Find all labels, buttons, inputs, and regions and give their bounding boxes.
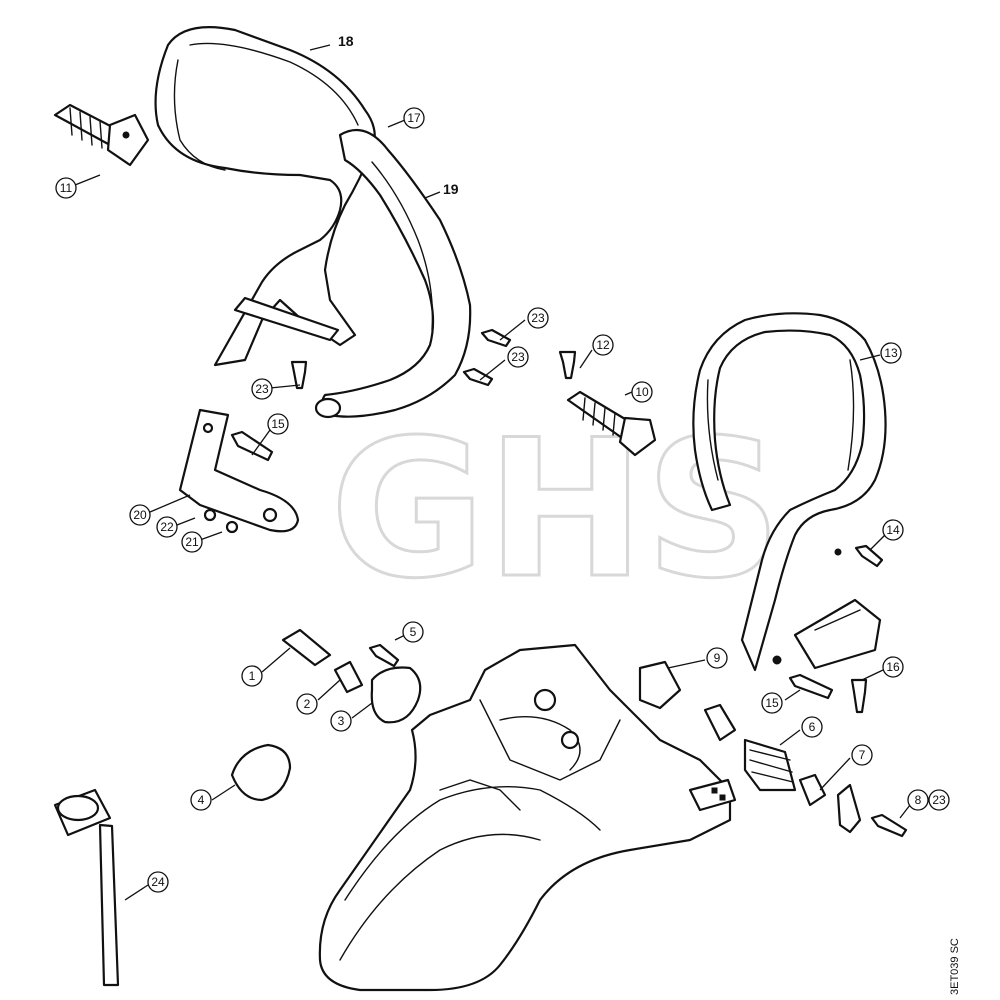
svg-text:24: 24	[151, 875, 165, 889]
svg-text:23: 23	[932, 793, 946, 807]
svg-text:5: 5	[410, 625, 417, 639]
svg-text:15: 15	[765, 696, 779, 710]
av-spring-10	[566, 390, 657, 457]
svg-text:23: 23	[531, 311, 545, 325]
front-handle-bar	[154, 26, 472, 419]
svg-text:23: 23	[511, 350, 525, 364]
callout-15-a[interactable]: 15	[267, 413, 289, 435]
svg-text:7: 7	[859, 748, 866, 762]
engine-housing	[318, 643, 737, 992]
callout-19: 19	[443, 181, 459, 197]
svg-text:10: 10	[635, 385, 649, 399]
callout-24[interactable]: 24	[147, 871, 169, 893]
screw-12	[558, 350, 577, 380]
callout-7[interactable]: 7	[851, 744, 873, 766]
drawing-code: 3ET039 SC	[949, 938, 961, 995]
svg-text:15: 15	[271, 417, 285, 431]
svg-text:14: 14	[886, 523, 900, 537]
screws-23	[290, 328, 908, 838]
av-spring-11	[53, 103, 150, 167]
callout-2[interactable]: 2	[296, 693, 318, 715]
svg-text:22: 22	[160, 520, 174, 534]
svg-text:4: 4	[198, 793, 205, 807]
callout-9[interactable]: 9	[706, 647, 728, 669]
rear-screws	[788, 544, 884, 714]
callout-10[interactable]: 10	[631, 381, 653, 403]
small-parts-left	[230, 628, 422, 802]
svg-text:16: 16	[886, 660, 900, 674]
svg-text:9: 9	[714, 651, 721, 665]
callout-23-d[interactable]: 23	[928, 789, 950, 811]
callout-1[interactable]: 1	[241, 665, 263, 687]
svg-text:3: 3	[338, 714, 345, 728]
svg-text:23: 23	[255, 382, 269, 396]
callout-12[interactable]: 12	[592, 334, 614, 356]
svg-text:1: 1	[249, 669, 256, 683]
callout-23-b[interactable]: 23	[507, 346, 529, 368]
callout-22[interactable]: 22	[156, 516, 178, 538]
callout-5[interactable]: 5	[402, 621, 424, 643]
callout-21[interactable]: 21	[181, 531, 203, 553]
callout-15-b[interactable]: 15	[761, 692, 783, 714]
svg-text:13: 13	[884, 346, 898, 360]
callout-3[interactable]: 3	[330, 710, 352, 732]
svg-text:19: 19	[443, 181, 459, 197]
callout-23-a[interactable]: 23	[527, 307, 549, 329]
callout-11[interactable]: 11	[55, 177, 77, 199]
svg-text:2: 2	[304, 697, 311, 711]
svg-text:8: 8	[915, 793, 922, 807]
callout-14[interactable]: 14	[882, 519, 904, 541]
svg-text:11: 11	[60, 181, 73, 195]
callout-13[interactable]: 13	[880, 342, 902, 364]
combination-wrench-24	[53, 788, 120, 987]
callout-17[interactable]: 17	[403, 107, 425, 129]
svg-text:21: 21	[185, 535, 199, 549]
svg-text:18: 18	[338, 33, 354, 49]
small-parts-right	[638, 660, 862, 834]
rear-handle	[692, 312, 887, 672]
callout-23-c[interactable]: 23	[251, 378, 273, 400]
bracket-20	[178, 408, 300, 534]
callout-16[interactable]: 16	[882, 656, 904, 678]
callout-8[interactable]: 8	[907, 789, 929, 811]
callout-20[interactable]: 20	[129, 504, 151, 526]
leader-lines	[74, 44, 911, 901]
svg-text:12: 12	[596, 338, 610, 352]
svg-text:17: 17	[407, 111, 421, 125]
callout-4[interactable]: 4	[190, 789, 212, 811]
svg-text:20: 20	[133, 508, 147, 522]
callout-6[interactable]: 6	[801, 716, 823, 738]
svg-text:6: 6	[809, 720, 816, 734]
callout-18: 18	[338, 33, 354, 49]
